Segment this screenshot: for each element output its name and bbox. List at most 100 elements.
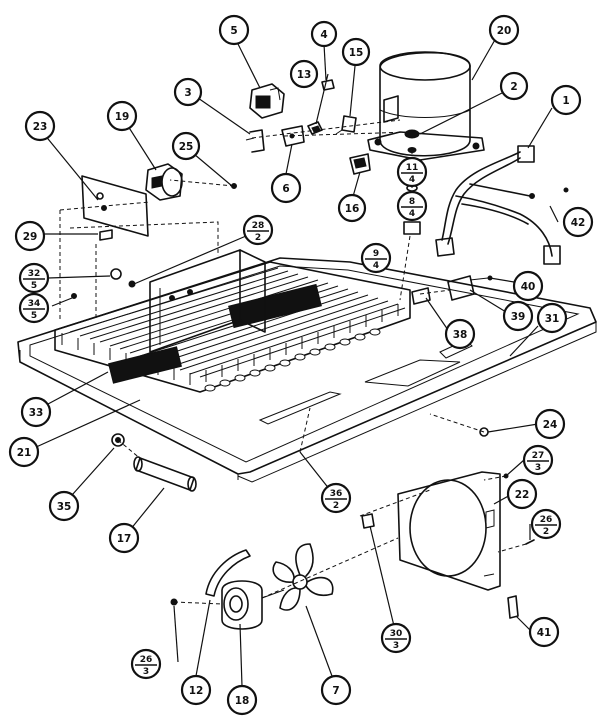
svg-text:5: 5 xyxy=(31,311,37,321)
svg-text:29: 29 xyxy=(23,231,38,243)
svg-text:36: 36 xyxy=(330,489,343,499)
svg-text:3: 3 xyxy=(184,87,191,99)
clip-part-16 xyxy=(349,153,371,175)
svg-text:1: 1 xyxy=(562,95,569,107)
callout-2: 2 xyxy=(499,71,529,101)
svg-text:33: 33 xyxy=(29,407,44,419)
connector-part-38 xyxy=(411,287,431,305)
callout-30-3: 303 xyxy=(380,622,412,654)
fitting-part-15 xyxy=(335,115,357,135)
callout-5: 5 xyxy=(218,14,250,46)
svg-text:28: 28 xyxy=(252,221,265,231)
callout-12: 12 xyxy=(180,674,212,706)
svg-text:3: 3 xyxy=(393,641,399,651)
svg-text:2: 2 xyxy=(333,501,339,511)
svg-text:16: 16 xyxy=(345,203,360,215)
svg-text:39: 39 xyxy=(511,311,526,323)
svg-text:6: 6 xyxy=(282,183,289,195)
bracket-part-12 xyxy=(205,549,251,597)
svg-text:19: 19 xyxy=(115,111,130,123)
svg-text:21: 21 xyxy=(17,447,32,459)
callout-35: 35 xyxy=(48,490,80,522)
mounting-plate-23 xyxy=(81,175,149,237)
callout-29: 29 xyxy=(14,220,46,252)
callout-1: 1 xyxy=(550,84,582,116)
callout-31: 31 xyxy=(536,302,568,334)
svg-text:15: 15 xyxy=(349,47,364,59)
callout-36-2: 362 xyxy=(320,482,352,514)
svg-text:9: 9 xyxy=(373,249,379,259)
callout-13: 13 xyxy=(289,59,319,89)
callout-27-3: 273 xyxy=(522,444,554,476)
svg-text:24: 24 xyxy=(543,419,558,431)
callout-11-4: 114 xyxy=(396,156,428,188)
svg-text:34: 34 xyxy=(28,299,41,309)
svg-text:38: 38 xyxy=(453,329,468,341)
fan-shroud-22 xyxy=(397,471,501,591)
callout-26-2: 262 xyxy=(530,508,562,540)
leader-lines xyxy=(33,37,559,687)
callout-32-5: 325 xyxy=(18,262,50,294)
svg-text:42: 42 xyxy=(571,217,586,229)
callout-33: 33 xyxy=(20,396,52,428)
callout-7: 7 xyxy=(320,674,352,706)
svg-text:18: 18 xyxy=(235,695,250,707)
callout-19: 19 xyxy=(106,100,138,132)
svg-text:2: 2 xyxy=(543,527,549,537)
svg-text:11: 11 xyxy=(406,163,419,173)
svg-text:4: 4 xyxy=(409,209,415,219)
callout-18: 18 xyxy=(226,684,258,716)
svg-text:26: 26 xyxy=(540,515,553,525)
timer-part-19 xyxy=(145,163,183,201)
callout-41: 41 xyxy=(528,616,560,648)
relay-part-5 xyxy=(249,83,285,119)
svg-text:12: 12 xyxy=(189,685,204,697)
svg-text:41: 41 xyxy=(537,627,552,639)
callout-39: 39 xyxy=(502,300,534,332)
svg-text:25: 25 xyxy=(179,141,194,153)
drain-tube-17 xyxy=(133,456,197,492)
svg-text:4: 4 xyxy=(320,29,327,41)
svg-text:26: 26 xyxy=(140,655,153,665)
svg-text:5: 5 xyxy=(31,281,37,291)
svg-text:27: 27 xyxy=(532,451,545,461)
svg-text:13: 13 xyxy=(297,69,312,81)
fan-motor-18 xyxy=(221,580,285,630)
svg-text:35: 35 xyxy=(57,501,72,513)
fan-blade-7 xyxy=(272,543,334,611)
callout-9-4: 94 xyxy=(360,242,392,274)
callout-20: 20 xyxy=(488,14,520,46)
svg-text:2: 2 xyxy=(255,233,261,243)
assembly-lines xyxy=(59,119,527,605)
wire-harness xyxy=(435,145,569,265)
callout-15: 15 xyxy=(341,37,371,67)
svg-text:4: 4 xyxy=(409,175,415,185)
svg-text:8: 8 xyxy=(409,197,415,207)
svg-text:7: 7 xyxy=(332,685,339,697)
callout-6: 6 xyxy=(270,172,302,204)
callout-21: 21 xyxy=(8,436,40,468)
callout-40: 40 xyxy=(512,270,544,302)
svg-text:5: 5 xyxy=(230,25,237,37)
mounting-bracket-vertical xyxy=(149,249,266,353)
svg-text:31: 31 xyxy=(545,313,560,325)
base-pan xyxy=(17,257,597,483)
callout-16: 16 xyxy=(337,193,367,223)
svg-text:30: 30 xyxy=(390,629,403,639)
svg-text:4: 4 xyxy=(373,261,379,271)
callout-24: 24 xyxy=(534,408,566,440)
callout-23: 23 xyxy=(24,110,56,142)
svg-text:40: 40 xyxy=(521,281,536,293)
callout-25: 25 xyxy=(171,131,201,161)
compressor xyxy=(367,51,485,161)
svg-text:20: 20 xyxy=(497,25,512,37)
svg-text:32: 32 xyxy=(28,269,41,279)
callout-28-2: 282 xyxy=(242,214,274,246)
svg-text:23: 23 xyxy=(33,121,48,133)
callout-42: 42 xyxy=(562,206,594,238)
callout-22: 22 xyxy=(506,478,538,510)
svg-text:3: 3 xyxy=(535,463,541,473)
svg-text:3: 3 xyxy=(143,667,149,677)
clip-part-13 xyxy=(307,121,323,135)
callout-3: 3 xyxy=(173,77,203,107)
